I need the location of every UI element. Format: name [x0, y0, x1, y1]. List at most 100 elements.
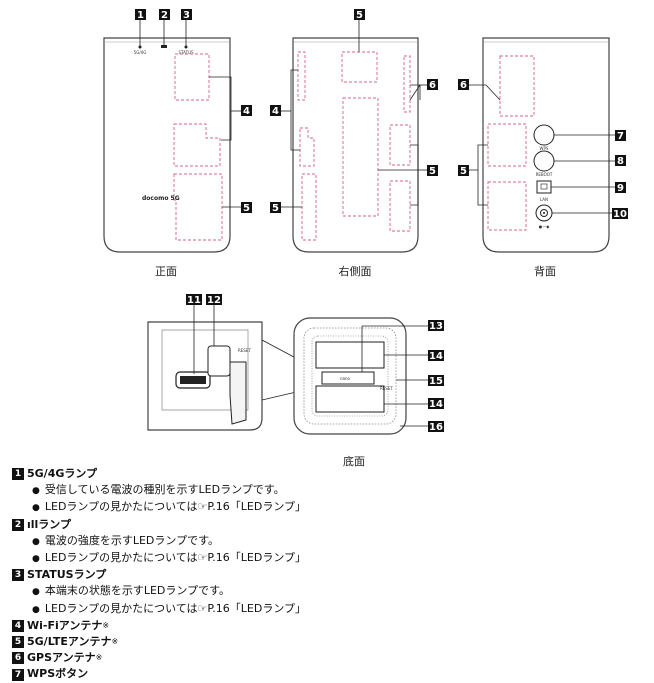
right-body: [292, 37, 419, 253]
callout-16-text: 16: [429, 422, 443, 433]
lan-port-icon: [536, 180, 552, 194]
callout-16: [428, 421, 444, 432]
rubber-foot-top: [315, 341, 385, 369]
front-view-label: 正面: [155, 265, 177, 278]
sim-cover-icon: [207, 345, 231, 377]
callout-3-text: 3: [183, 10, 190, 21]
legend-description: 本端末の状態を示すLEDランプです。: [12, 583, 642, 600]
legend-title: ıllランプ: [27, 517, 71, 531]
callout-13-text: 13: [429, 321, 443, 332]
legend-title: 5G/4Gランプ: [27, 467, 98, 480]
legend-description: LEDランプの見かたについては☞P.16「LEDランプ」: [12, 550, 642, 567]
callout-5-front-text: 5: [243, 203, 250, 214]
callout-5-top-text: 5: [356, 10, 363, 21]
legend-title: Wi-Fiアンテナ: [27, 618, 103, 632]
lamp-status-label: STATUS: [178, 50, 193, 55]
callout-3: [181, 9, 192, 20]
legend-number: 3: [12, 569, 24, 582]
callout-10: [612, 208, 628, 219]
callout-8-text: 8: [617, 156, 624, 167]
wps-button-icon: [533, 124, 555, 146]
callout-14-bottom: [428, 398, 444, 409]
device-diagram: 1 2 3 5G/4G STATUS docomo 5G 4 5 正面 5: [103, 9, 628, 468]
callout-9: [615, 182, 626, 193]
callout-4-right-text: 4: [272, 106, 279, 117]
callout-7-text: 7: [617, 131, 624, 142]
callout-5-back: [458, 165, 469, 176]
callout-14-top-text: 14: [429, 351, 443, 362]
callout-11-text: 11: [187, 295, 201, 306]
bottom-view: RESET 11 12 nano RESET 13 14 15 14: [147, 294, 444, 468]
callout-4-front: [241, 105, 252, 116]
legend-description: LEDランプの見かたについては☞P.16「LEDランプ」: [12, 601, 642, 618]
callout-5-right: [427, 165, 438, 176]
callout-11: [186, 294, 202, 305]
right-side-view: 5 4 5 6 5 右側面: [270, 9, 438, 278]
callout-6-back: [458, 79, 469, 90]
legend-note: ※: [95, 653, 103, 663]
legend-note: ※: [102, 620, 110, 630]
nano-label: nano: [340, 376, 351, 381]
callout-1: [135, 9, 146, 20]
callout-12: [206, 294, 222, 305]
parts-legend: 15G/4Gランプ 受信している電波の種別を示すLEDランプです。 LEDランプ…: [12, 466, 642, 683]
legend-title: 5G/LTEアンテナ: [27, 635, 112, 649]
reboot-button-icon: [533, 150, 555, 172]
callout-9-text: 9: [617, 183, 624, 194]
docomo-logo: docomo 5G: [142, 195, 180, 202]
callout-6-right-text: 6: [429, 80, 436, 91]
power-symbol: ●—◆: [539, 224, 550, 229]
legend-title: STATUSランプ: [27, 568, 107, 582]
front-view: 1 2 3 5G/4G STATUS docomo 5G 4 5 正面: [103, 9, 252, 278]
sim-flap-icon: [229, 361, 247, 425]
legend-description: 受信している電波の種別を示すLEDランプです。: [12, 482, 642, 499]
legend-number: 5: [12, 636, 24, 649]
reset-label-bottom: RESET: [380, 386, 393, 391]
callout-5-right-left: [270, 202, 281, 213]
back-view-label: 背面: [534, 264, 556, 278]
lan-label: LAN: [540, 197, 548, 202]
legend-number: 2: [12, 518, 24, 531]
lamp-status-icon: [184, 45, 188, 49]
callout-5-top: [354, 9, 365, 20]
legend-description: LEDランプの見かたについては☞P.16「LEDランプ」: [12, 499, 642, 516]
callout-4-front-text: 4: [243, 106, 250, 117]
bottom-view-label: 底面: [343, 454, 365, 468]
lamp-5g4g-icon: [138, 45, 142, 49]
callout-5-back-text: 5: [460, 166, 467, 177]
callout-15-text: 15: [429, 376, 443, 387]
front-body: [103, 37, 231, 253]
callout-14-top: [428, 350, 444, 361]
callout-14-bottom-text: 14: [429, 399, 443, 410]
reset-label-zoom: RESET: [238, 348, 251, 353]
callout-8: [615, 155, 626, 166]
callout-13: [428, 320, 444, 331]
callout-4-right: [270, 105, 281, 116]
back-view: WPS REBOOT LAN ●—◆ 7 8 9 10 6 5 背面: [458, 37, 628, 278]
callout-6-right: [427, 79, 438, 90]
legend-number: 6: [12, 652, 24, 665]
callout-5-front: [241, 202, 252, 213]
reboot-label: REBOOT: [536, 172, 553, 177]
callout-12-text: 12: [207, 295, 221, 306]
callout-15: [428, 375, 444, 386]
legend-number: 1: [12, 468, 24, 481]
legend-number: 4: [12, 619, 24, 632]
lamp-signal-icon: [161, 45, 167, 48]
legend-description: 電波の強度を示すLEDランプです。: [12, 533, 642, 550]
callout-2-text: 2: [161, 10, 168, 21]
callout-10-text: 10: [613, 209, 627, 220]
callout-7: [615, 130, 626, 141]
legend-note: ※: [111, 637, 119, 647]
callout-2: [159, 9, 170, 20]
lamp-5g-label: 5G/4G: [134, 50, 147, 55]
callout-5-right-text: 5: [429, 166, 436, 177]
wps-label: WPS: [540, 146, 549, 151]
callout-6-back-text: 6: [460, 80, 467, 91]
legend-title: GPSアンテナ: [27, 651, 96, 665]
